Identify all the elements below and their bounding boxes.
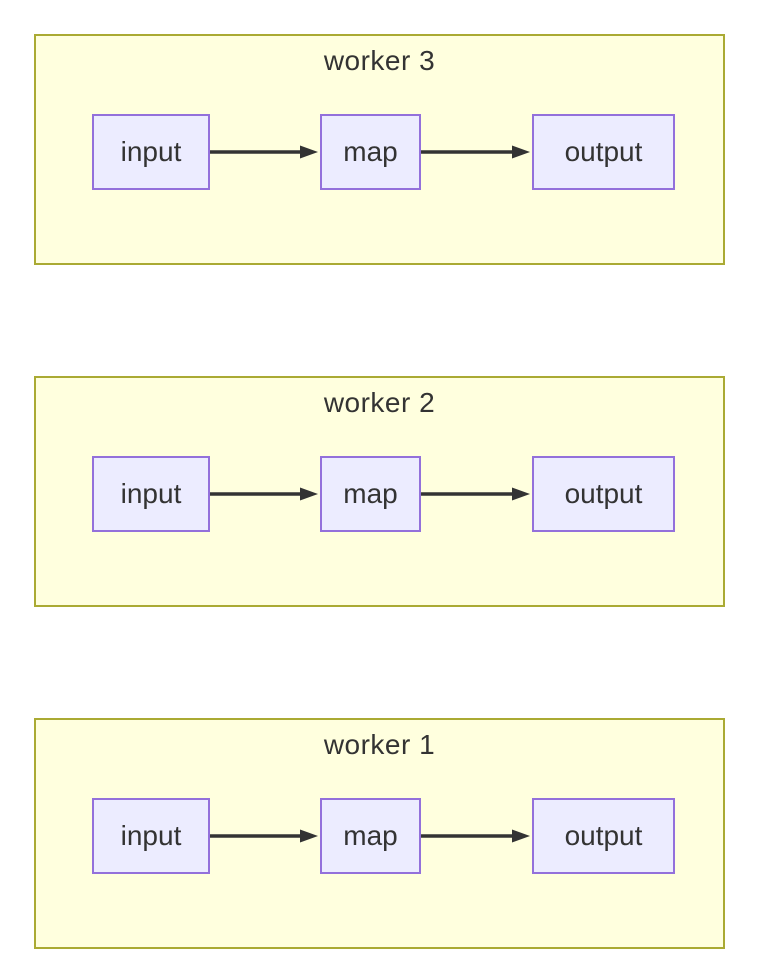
node-label: map [343,136,398,167]
subgraph-worker-3: worker 3 input map output [34,34,725,265]
edge-map-to-output-arrow [421,487,530,501]
edge-input-to-map-arrow [210,487,318,501]
node-output: output [532,456,675,532]
node-label: output [564,478,643,509]
edge-input-to-map-arrow [210,145,318,159]
node-map: map [320,798,421,874]
node-label: input [120,478,182,509]
node-label: map [343,478,398,509]
node-map: map [320,456,421,532]
node-output: output [532,798,675,874]
node-label: output [564,136,643,167]
node-label: input [120,136,182,167]
node-label: output [564,820,643,851]
edge-map-to-output-arrow [421,145,530,159]
subgraph-title: worker 3 [323,45,436,76]
edge-input-to-map-arrow [210,829,318,843]
subgraph-title: worker 1 [323,729,436,760]
edge-map-to-output-arrow [421,829,530,843]
node-input: input [92,114,210,190]
subgraph-worker-2: worker 2 input map output [34,376,725,607]
node-input: input [92,798,210,874]
node-input: input [92,456,210,532]
subgraph-title: worker 2 [323,387,436,418]
node-label: map [343,820,398,851]
node-map: map [320,114,421,190]
node-output: output [532,114,675,190]
subgraph-worker-1: worker 1 input map output [34,718,725,949]
node-label: input [120,820,182,851]
